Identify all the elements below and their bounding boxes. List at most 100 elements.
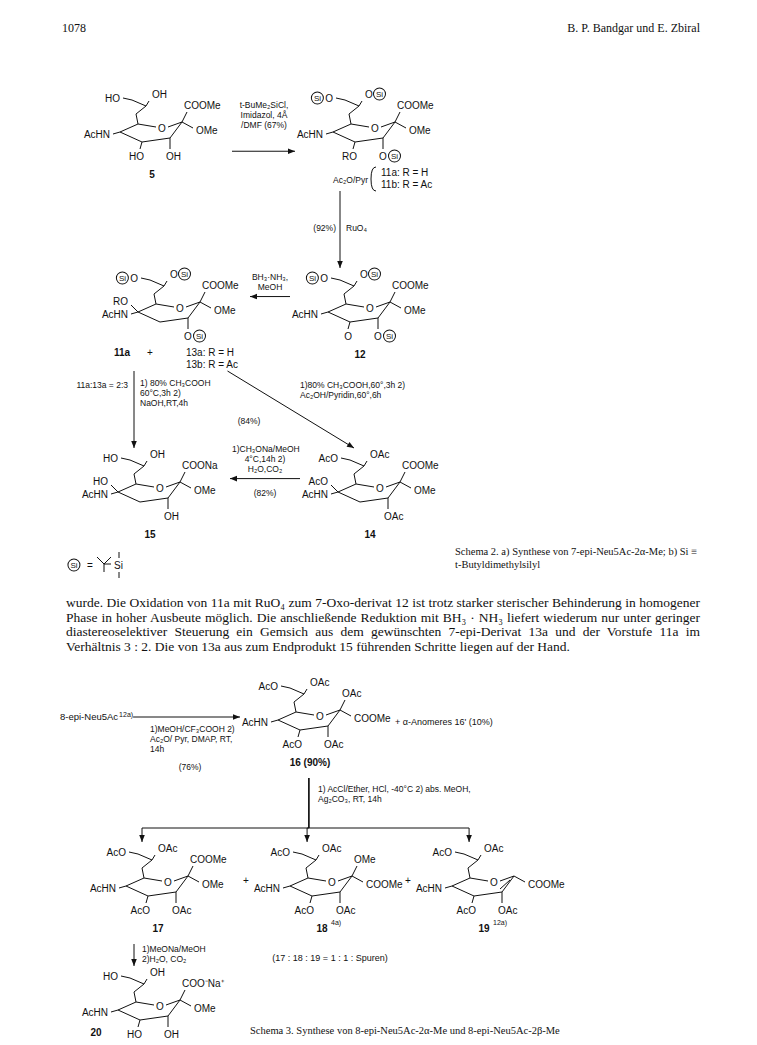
silyl-symbol: Si xyxy=(383,330,396,343)
bond-line xyxy=(134,474,136,484)
bond-line xyxy=(134,984,144,992)
silyl-symbol: Si xyxy=(193,330,206,343)
reagent-label: t-BuMe₂SiCl, Imidazol, 4Å /DMF (67%) xyxy=(233,100,295,130)
bond-line xyxy=(118,1010,140,1020)
bond-line xyxy=(340,710,351,716)
ratio-label: (17 : 18 : 19 = 1 : 1 : Spuren) xyxy=(272,953,387,964)
reaction-arrow xyxy=(134,371,135,448)
bond-line xyxy=(452,886,474,896)
substituent-label: AcO xyxy=(271,847,290,858)
compound-structure: AcOOAcOAcAcHNOCOOMeAcOOAc16 (90%) xyxy=(240,676,393,778)
reaction-arrow xyxy=(230,478,300,479)
substituent-label: COOMe xyxy=(366,879,403,890)
silyl-symbol: Si xyxy=(388,150,401,163)
reaction-bracket xyxy=(371,167,376,191)
substituent-label: AcHN xyxy=(82,489,108,500)
bond-line xyxy=(121,458,130,460)
bond-line xyxy=(355,138,383,142)
substituent-label: O xyxy=(325,93,333,104)
bond-line xyxy=(176,892,177,903)
compound-name: 8-epi-Neu5Ac xyxy=(60,711,118,723)
bond-line xyxy=(298,730,300,737)
bond-line xyxy=(352,876,363,882)
bond-line xyxy=(338,484,356,492)
ring-oxygen: O xyxy=(376,483,384,494)
bond-line xyxy=(152,855,155,860)
substituent-label: OMe xyxy=(214,305,236,316)
bond-line xyxy=(502,876,514,892)
compound-structure: AcOOAcCOOMeAcHNOOMeAcOOAc17 xyxy=(88,842,238,944)
substituent-label: AcO xyxy=(295,905,314,916)
substituent-label: COO⁻Na⁺ xyxy=(182,978,224,989)
bond-line xyxy=(168,1000,180,1016)
bond-line xyxy=(188,318,189,329)
bond-line xyxy=(278,720,300,730)
substituent-label: OMe xyxy=(196,125,218,136)
byproduct-label: + α-Anomeres 16' (10%) xyxy=(395,717,493,728)
bond-line xyxy=(514,876,525,882)
compound-number: 12 xyxy=(354,349,365,360)
ring-oxygen: O xyxy=(176,303,184,314)
bond-line xyxy=(136,1002,154,1005)
bond-line xyxy=(134,466,144,474)
substituent-label: O xyxy=(170,269,178,280)
bond-line xyxy=(188,866,193,876)
start-material: 8-epi-Neu5Ac12a) xyxy=(60,711,133,723)
bond-line xyxy=(350,460,364,466)
substituent-label: COONa xyxy=(182,460,218,471)
compound-number: 13b: R = Ac xyxy=(186,359,238,370)
bond-line xyxy=(336,98,345,100)
substituent-label: COOMe xyxy=(397,100,434,111)
substituent-label: OH xyxy=(166,151,181,162)
substituent-label: COOMe xyxy=(392,280,429,291)
bond-line xyxy=(136,484,154,487)
bond-line xyxy=(180,990,185,1000)
compound-number: 20 xyxy=(90,1027,101,1038)
bond-line xyxy=(354,466,364,474)
substituent-label: AcO xyxy=(309,476,328,487)
substituent-label: COOMe xyxy=(528,879,565,890)
reaction-arrow xyxy=(250,296,290,297)
substituent-label: AcHN xyxy=(242,717,268,728)
substituent-label: O xyxy=(374,331,382,342)
substituent-label: AcHN xyxy=(416,883,442,894)
bond-line xyxy=(138,304,156,312)
ring-oxygen: O xyxy=(158,123,166,134)
substituent-label: AcHN xyxy=(102,309,128,320)
substituent-label: OMe xyxy=(404,305,426,316)
bond-line xyxy=(452,878,470,886)
substituent-label: HO xyxy=(127,1029,142,1040)
bond-line xyxy=(395,122,406,128)
bond-line xyxy=(144,461,147,466)
bond-line xyxy=(316,855,319,860)
silyl-symbol: Si xyxy=(67,559,80,572)
bond-line xyxy=(160,318,188,322)
compound-number: 14 xyxy=(364,529,375,540)
bond-line xyxy=(281,686,290,688)
bond-line xyxy=(390,292,395,302)
substituent-label: COOMe xyxy=(402,460,439,471)
substituent-label: COOMe xyxy=(354,713,391,724)
bond-line xyxy=(290,886,312,896)
yield-label: (76%) xyxy=(179,762,202,772)
bond-line xyxy=(464,854,478,860)
bond-line xyxy=(283,886,290,888)
substituent-label: OAc xyxy=(484,843,503,854)
substituent-label: AcHN xyxy=(297,129,323,140)
bond-line xyxy=(170,122,182,138)
ring-oxygen: O xyxy=(156,1001,164,1012)
compound-number: 11a xyxy=(114,347,130,358)
bond-line xyxy=(146,896,148,903)
ring-oxygen: O xyxy=(490,877,498,888)
plus-sign: + xyxy=(147,347,153,358)
substituent-label: AcO xyxy=(433,847,452,858)
substituent-label: OAc xyxy=(172,905,191,916)
bond-line xyxy=(304,689,307,694)
bond-line xyxy=(302,854,316,860)
bond-line xyxy=(359,101,362,106)
bond-line xyxy=(176,876,188,892)
bond-line xyxy=(296,712,314,715)
bond-line xyxy=(333,132,355,142)
bond-line xyxy=(360,498,388,502)
